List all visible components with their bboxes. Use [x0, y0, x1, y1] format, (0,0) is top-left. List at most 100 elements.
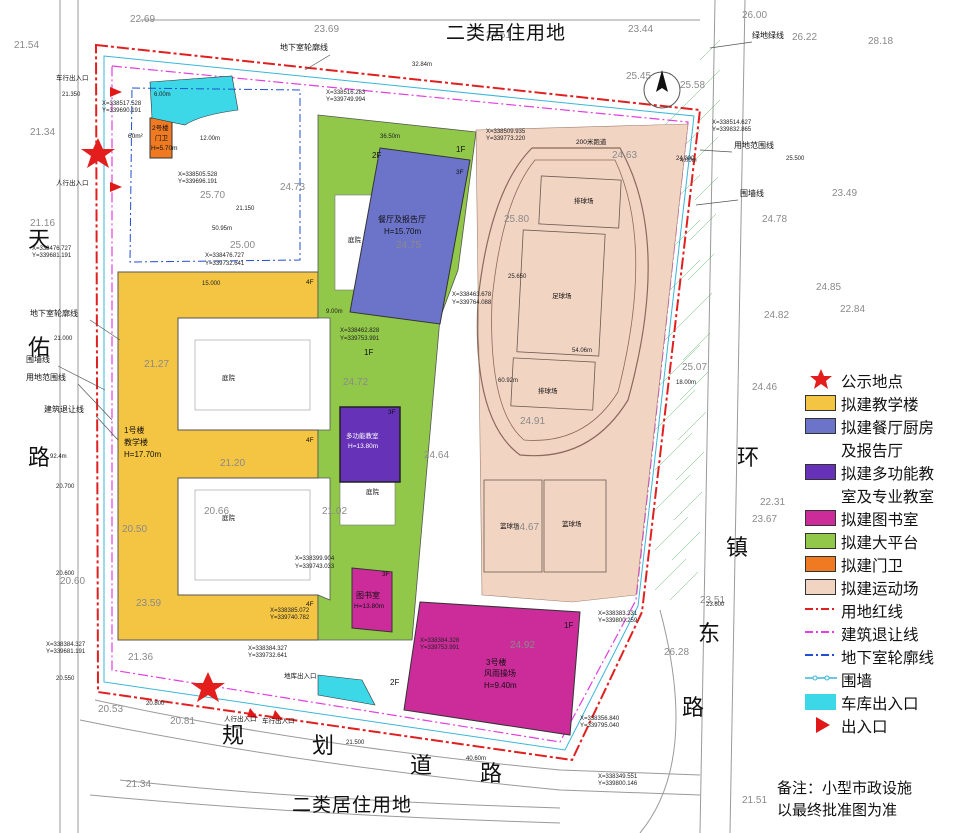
coord-label: Y=339764.088 — [452, 300, 492, 306]
elevation-label: 21.350 — [62, 92, 81, 98]
elevation-label: 21.20 — [220, 458, 245, 469]
basket-label-1: 篮球场 — [500, 521, 520, 530]
legend-label: 公示地点 — [841, 373, 904, 391]
legend-item-sports: 拟建运动场 — [803, 575, 973, 598]
dimension-label: 18.00m — [676, 380, 696, 386]
legend-line — [805, 675, 837, 681]
legend-line — [805, 631, 837, 633]
elevation-label: 23.67 — [752, 514, 777, 525]
coord-label: X=338462.828 — [340, 328, 380, 334]
elevation-label: 21.34 — [30, 127, 55, 138]
coord-label: Y=339753.991 — [420, 645, 460, 651]
canteen-height: H=15.70m — [384, 227, 421, 236]
elevation-label: 20.50 — [122, 524, 147, 535]
coord-label: X=338385.072 — [270, 608, 310, 614]
coord-label: Y=339732.641 — [248, 653, 288, 659]
legend-line — [805, 654, 837, 656]
legend-label: 拟建教学楼 — [841, 396, 919, 414]
elevation-label: 21.02 — [322, 506, 347, 517]
site-red-line — [94, 43, 702, 762]
dimension-label: 9.00m — [326, 309, 343, 315]
callout-basement-left: 地下室轮廓线 — [30, 308, 78, 318]
callout-site-left: 用地范围线 — [26, 372, 66, 382]
elevation-label: 24.72 — [343, 377, 368, 388]
car-entry-west: 车行出入口 — [56, 73, 89, 82]
courtyard-label: 庭院 — [222, 513, 236, 522]
note: 备注：小型市政设施 以最终批准图为准 — [777, 777, 912, 821]
track-label: 200米跑道 — [576, 137, 607, 146]
teaching-floors-a: 4F — [306, 279, 314, 286]
legend-item-guard: 拟建门卫 — [803, 552, 973, 575]
dimension-label: 6.00m — [154, 92, 171, 98]
gym-floors: 1F — [564, 621, 573, 630]
library-name: 图书室 — [356, 590, 380, 600]
legend: 公示地点 拟建教学楼 拟建餐厅厨房 及报告厅 拟建多功能教 室及专业教室 拟建图… — [803, 368, 973, 736]
elevation-label: 24.73 — [280, 182, 305, 193]
elevation-label: 22.69 — [130, 14, 155, 25]
teaching-subtitle: 教学楼 — [124, 437, 148, 447]
elevation-label: 28.18 — [868, 36, 893, 47]
multi-name: 多功能教室 — [346, 431, 379, 440]
dimension-label: 50.95m — [212, 226, 232, 232]
elevation-label: 23.49 — [832, 188, 857, 199]
courtyard-label: 庭院 — [348, 235, 362, 244]
note-line-2: 以最终批准图为准 — [777, 801, 898, 819]
elevation-label: 25.80 — [504, 214, 529, 225]
multi-function-building — [339, 406, 401, 483]
legend-label: 拟建大平台 — [841, 534, 919, 552]
elevation-label: 21.16 — [30, 218, 55, 229]
entrance-arrow-icon — [816, 717, 830, 733]
elevation-label: 24.91 — [520, 416, 545, 427]
callout-greenbelt: 绿地绿线 — [752, 30, 784, 40]
elevation-label: 24.85 — [816, 282, 841, 293]
legend-label: 拟建餐厅厨房 — [841, 419, 935, 437]
garage-ramp-north — [149, 75, 239, 126]
teaching-name: 1号楼 — [124, 425, 144, 435]
parking-label: 60m² — [128, 133, 144, 140]
car-entry-south: 车行出入口 — [262, 716, 295, 725]
legend-label: 建筑退让线 — [841, 626, 919, 644]
garage-ramp-south — [317, 674, 376, 706]
legend-swatch — [805, 579, 836, 595]
elevation-label: 23.69 — [314, 24, 339, 35]
legend-item-entrance: 出入口 — [803, 713, 973, 736]
elevation-label: 20.600 — [56, 571, 75, 577]
legend-label: 拟建门卫 — [841, 557, 904, 575]
dimension-label: 92.4m — [50, 454, 67, 460]
callout-setback-left: 建筑退让线 — [44, 404, 84, 414]
elevation-label: 24.64 — [424, 450, 449, 461]
elevation-label: 20.66 — [204, 506, 229, 517]
coord-label: Y=339732.641 — [205, 261, 245, 267]
entrance-arrow-icon — [110, 182, 122, 192]
road-south-char: 路 — [480, 762, 503, 787]
elevation-label: 24.46 — [752, 382, 777, 393]
basketball-court-1 — [483, 479, 543, 573]
fence-line — [103, 55, 695, 751]
elevation-label: 23.59 — [136, 598, 161, 609]
elevation-label: 25.500 — [786, 156, 805, 162]
elevation-label: 25.650 — [508, 274, 527, 280]
legend-label: 出入口 — [841, 718, 888, 736]
elevation-label: 21.27 — [144, 359, 169, 370]
multi-floors: 3F — [388, 409, 396, 416]
elevation-label: 22.31 — [760, 497, 785, 508]
library-height: H=13.80m — [354, 603, 384, 610]
elevation-label: 21.000 — [54, 336, 73, 342]
football-label: 足球场 — [552, 291, 572, 300]
north-arrow-icon — [643, 70, 681, 109]
coord-label: Y=339749.994 — [326, 97, 366, 103]
callout-fence: 围墙线 — [740, 188, 764, 198]
guard-name: 2号楼 — [152, 123, 169, 132]
elevation-label: 20.53 — [98, 704, 123, 715]
coord-label: Y=339773.220 — [486, 136, 526, 142]
coord-label: Y=339690.191 — [102, 108, 142, 114]
legend-swatch — [805, 418, 836, 434]
dimension-label: 36.50m — [380, 134, 400, 140]
coord-label: X=338356.840 — [580, 716, 620, 722]
volley-label-2: 排球场 — [538, 386, 558, 395]
star-icon — [810, 369, 832, 389]
guard-height: H=5.70m — [151, 145, 178, 152]
canteen-building — [349, 147, 471, 325]
legend-swatch — [805, 556, 836, 572]
elevation-label: 24.92 — [510, 640, 535, 651]
